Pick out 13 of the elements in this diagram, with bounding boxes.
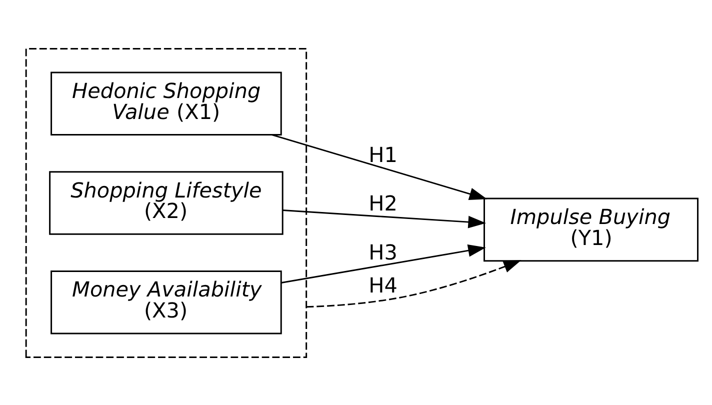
arrow bbox=[282, 209, 486, 228]
cluster bbox=[25, 48, 308, 358]
node-box: Impulse Buying (Y1) bbox=[484, 197, 699, 262]
arrow bbox=[306, 260, 522, 308]
arrow bbox=[272, 134, 488, 200]
node-box: Hedonic Shopping Value (X1) bbox=[50, 71, 282, 136]
edge-label: H1 bbox=[368, 142, 398, 166]
arrow bbox=[281, 244, 486, 283]
node-box: Money Availability (X3) bbox=[50, 270, 282, 334]
node-box: Shopping Lifestyle (X2) bbox=[49, 170, 284, 234]
edge-label: H2 bbox=[368, 191, 398, 216]
edge-label: H4 bbox=[368, 272, 398, 297]
edge-label: H3 bbox=[368, 240, 398, 264]
